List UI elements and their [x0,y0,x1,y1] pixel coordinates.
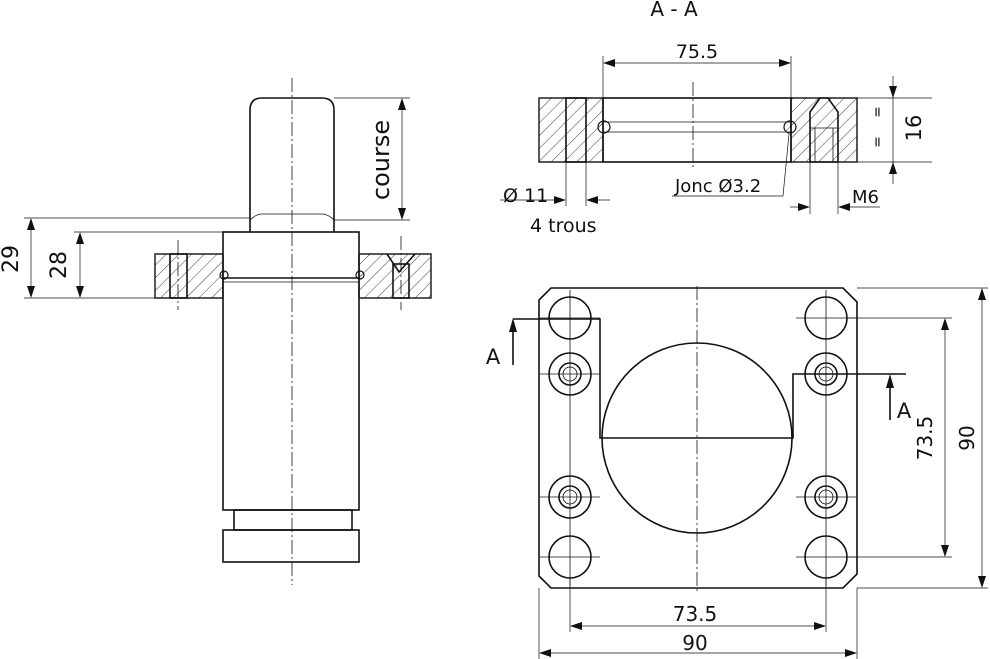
section-view: A - A 75.5 = = 16 [500,0,932,237]
flange-right [358,253,432,299]
dim-total-height: 29 [0,245,24,273]
equal-mark-bottom: = [870,136,886,148]
hole-count: 4 trous [530,215,597,237]
cylinder-body [222,231,360,511]
section-snap-ring-left [597,120,611,134]
dim-flange-height: 28 [47,251,72,279]
flange-plate-outline [538,287,858,589]
plan-view: A A 73.5 90 73.5 90 [486,286,988,659]
section-snap-ring-right [783,120,797,134]
side-view: course 29 28 [0,78,432,585]
snap-ring-left [219,270,229,280]
dim-stroke-label: course [367,120,395,200]
dim-thickness: 16 [902,115,926,142]
section-marker-left: A [486,345,501,369]
dim-ring-span: 75.5 [676,41,718,63]
thread-label: M6 [852,187,879,208]
dim-overall-horizontal: 90 [682,631,707,655]
section-marker-right: A [897,399,912,423]
base-plate [222,529,360,563]
snap-ring-right [355,270,365,280]
dim-hole-pitch-horizontal: 73.5 [673,602,718,626]
section-plate-left [538,97,604,163]
section-plate-right [790,97,858,163]
piston-rod [249,97,335,232]
dim-overall-vertical: 90 [955,425,979,450]
hole-diameter: Ø 11 [503,185,548,207]
bottom-collar [233,509,353,531]
section-title: A - A [650,0,698,21]
snap-ring-label: Jonc Ø3.2 [674,176,761,197]
equal-mark-top: = [870,106,886,118]
dim-hole-pitch-vertical: 73.5 [913,416,937,461]
flange-left [154,253,224,299]
